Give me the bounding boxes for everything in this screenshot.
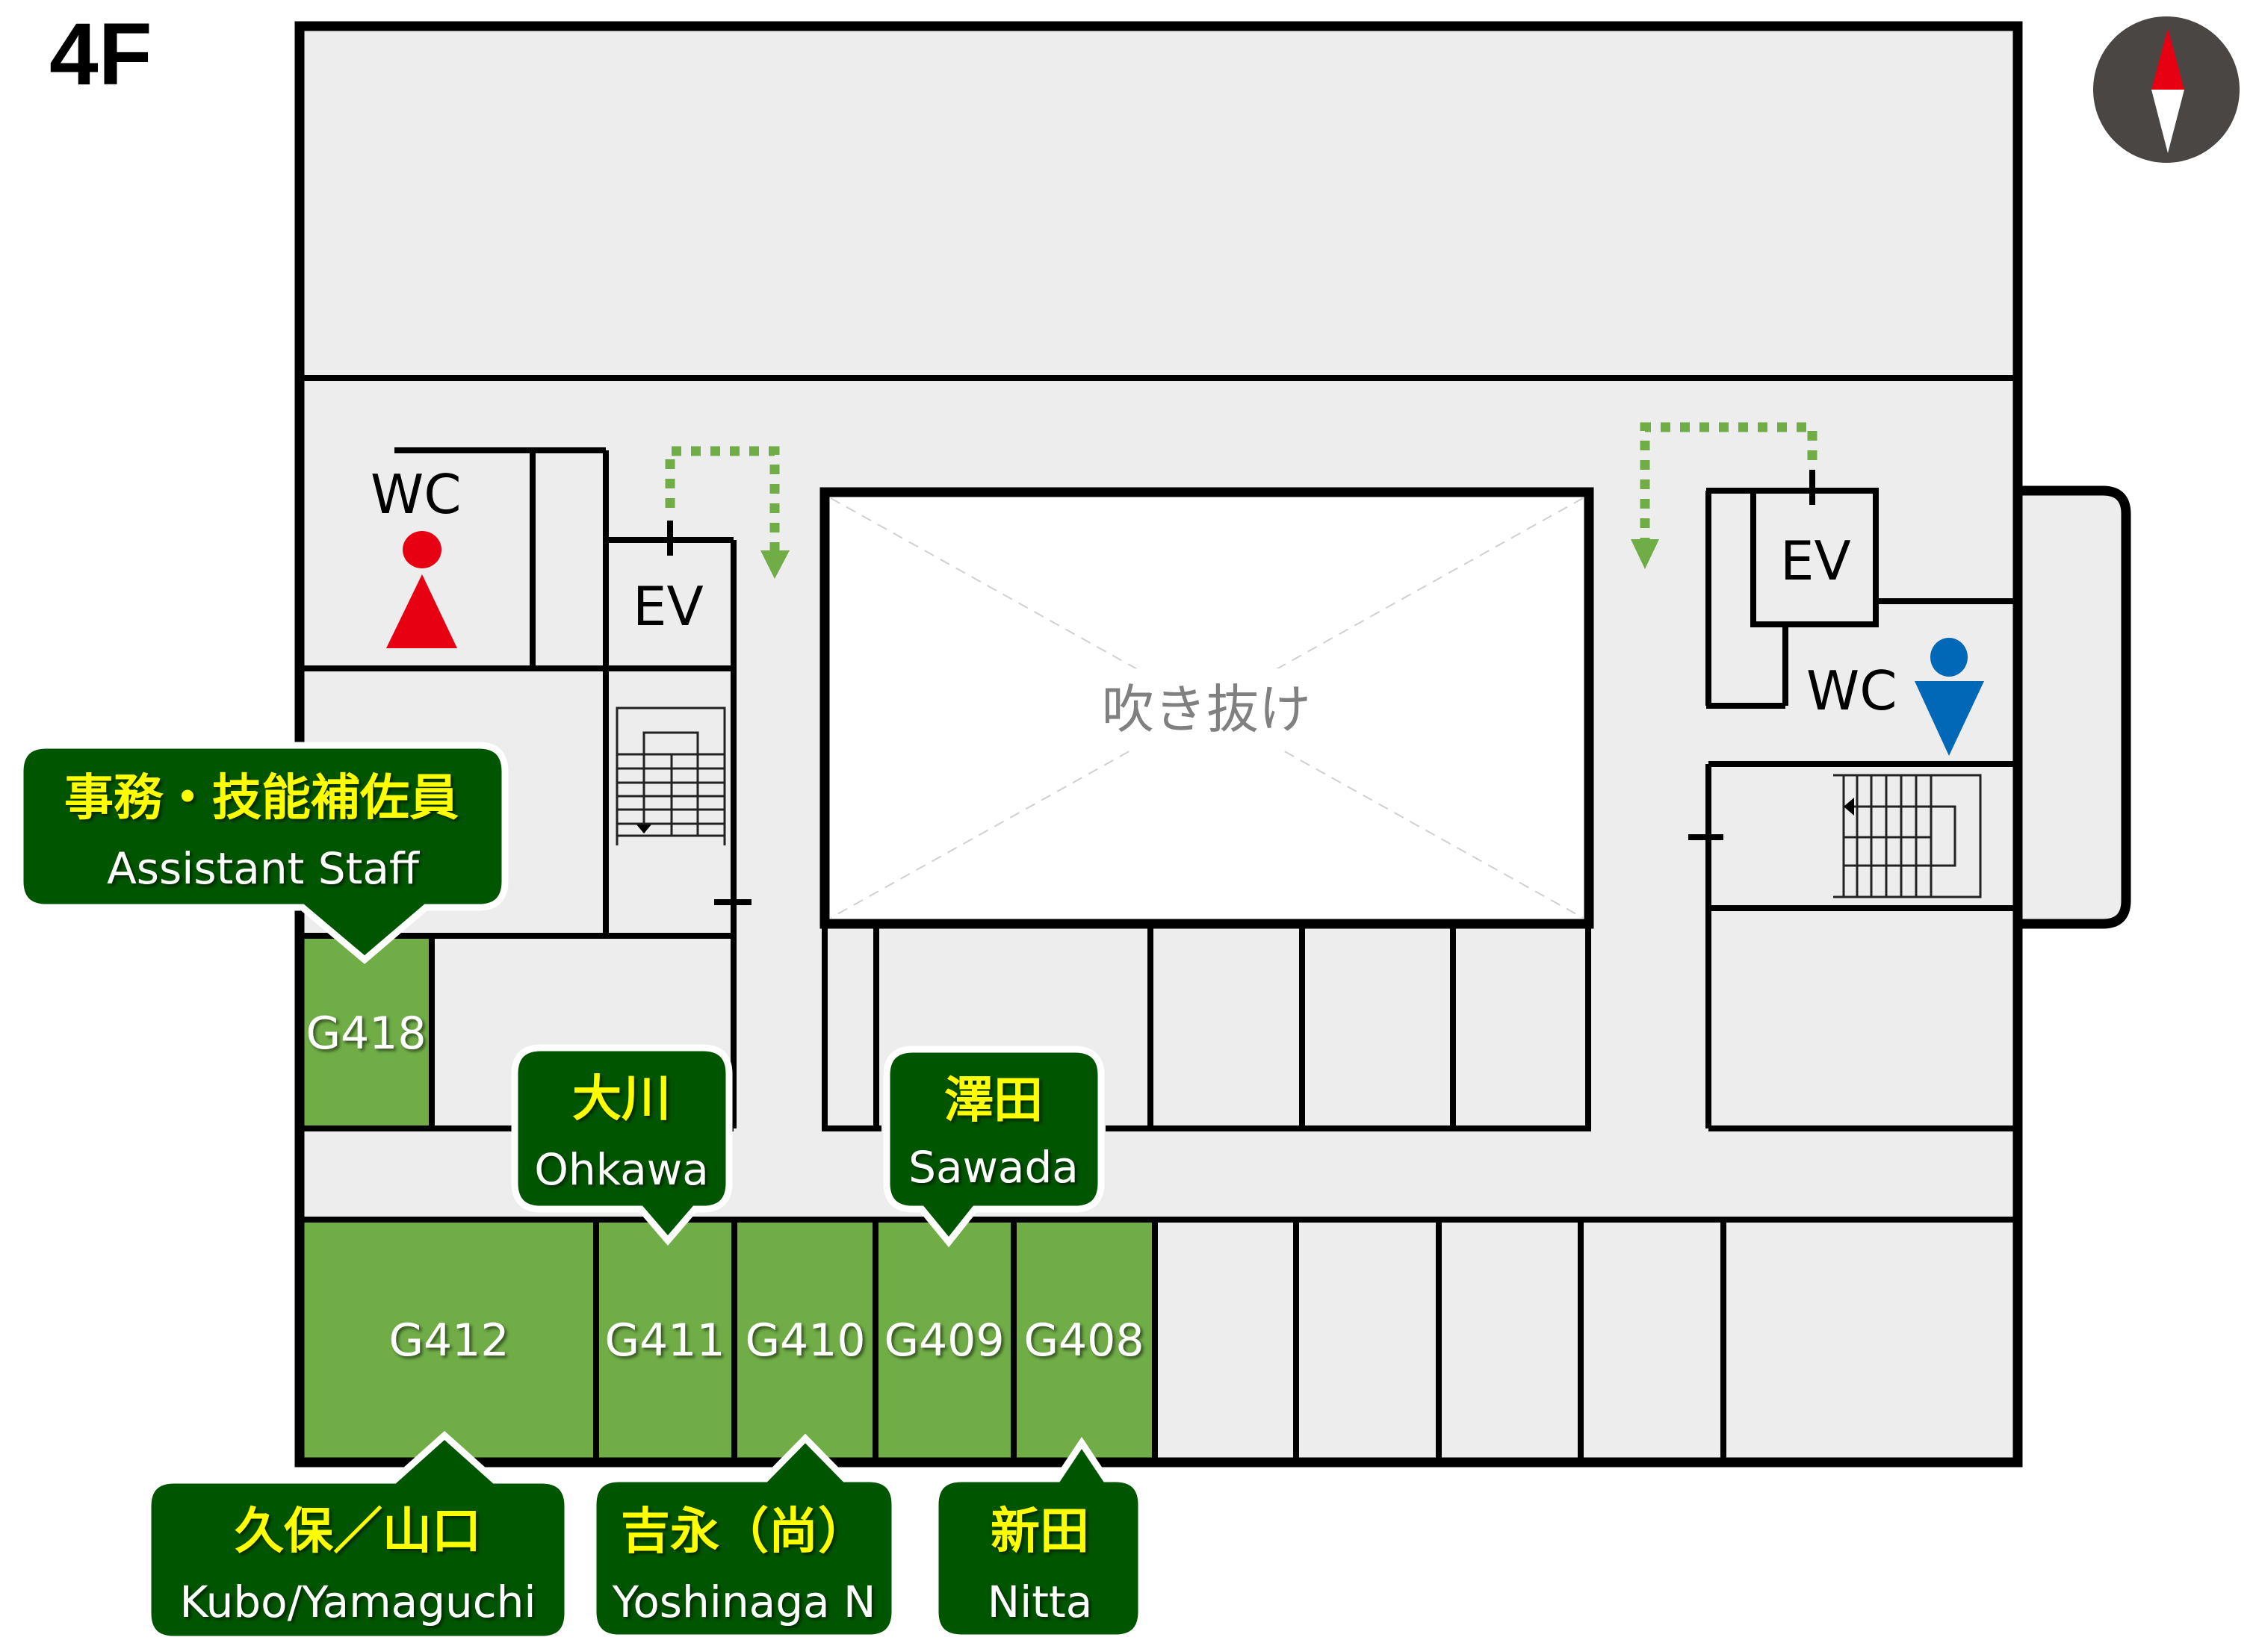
room-label-g412: G412 xyxy=(388,1314,509,1367)
room-g418[interactable] xyxy=(303,939,429,1125)
callout-name-en: Ohkawa xyxy=(534,1144,709,1195)
stairs-icon xyxy=(616,707,726,845)
room-label-g408: G408 xyxy=(1023,1314,1144,1367)
callout-name-en: Sawada xyxy=(908,1142,1079,1193)
room-g412[interactable] xyxy=(303,1223,593,1458)
atrium-label: 吹き抜け xyxy=(1102,679,1311,740)
room-g408[interactable] xyxy=(1017,1223,1152,1458)
callout-name-jp: 大川 xyxy=(572,1070,671,1128)
right-core xyxy=(1688,470,2018,1131)
callout-nitta[interactable]: 新田 Nitta xyxy=(932,1436,1145,1642)
annex-room xyxy=(2012,485,2131,929)
callout-name-jp: 澤田 xyxy=(944,1072,1043,1129)
callout-name-en: Kubo/Yamaguchi xyxy=(179,1577,536,1627)
bottom-room-walls xyxy=(593,1220,1726,1462)
callout-name-jp: 新田 xyxy=(991,1503,1089,1560)
compass-icon xyxy=(2093,16,2240,163)
callout-name-en: Assistant Staff xyxy=(107,843,421,894)
callout-sawada[interactable]: 澤田 Sawada xyxy=(883,1046,1105,1248)
callout-ohkawa[interactable]: 大川 Ohkawa xyxy=(511,1044,733,1246)
room-label-g418: G418 xyxy=(306,1007,426,1060)
dotted-route-arrow-right xyxy=(1631,422,1817,569)
callout-name-jp: 久保／山口 xyxy=(235,1503,481,1560)
atrium: 吹き抜け xyxy=(819,487,1594,929)
ev-label-right: EV xyxy=(1780,530,1851,592)
rooms-under-atrium xyxy=(822,928,1591,1131)
callout-name-en: Nitta xyxy=(988,1577,1093,1627)
callout-name-jp: 事務・技能補佐員 xyxy=(64,769,459,827)
callout-kubo-yamaguchi[interactable]: 久保／山口 Kubo/Yamaguchi xyxy=(144,1430,571,1643)
callout-yoshinaga[interactable]: 吉永（尚） Yoshinaga N xyxy=(589,1433,899,1642)
callout-name-en: Yoshinaga N xyxy=(612,1577,876,1627)
ev-label-left: EV xyxy=(633,575,704,638)
room-label-g409: G409 xyxy=(884,1314,1004,1367)
room-label-g410: G410 xyxy=(745,1314,865,1367)
stairs-icon-right xyxy=(1833,774,1982,898)
room-g411[interactable] xyxy=(599,1223,731,1458)
dotted-route-arrow-left xyxy=(665,446,790,579)
callout-assistant-staff[interactable]: 事務・技能補佐員 Assistant Staff xyxy=(16,742,509,964)
callout-name-jp: 吉永（尚） xyxy=(621,1503,867,1560)
floor-label: 4F xyxy=(49,5,152,104)
room-g409[interactable] xyxy=(878,1223,1011,1458)
wc-label-right: WC xyxy=(1806,659,1897,722)
male-toilet-icon xyxy=(1915,638,1984,756)
room-g410[interactable] xyxy=(737,1223,873,1458)
room-label-g411: G411 xyxy=(604,1314,725,1367)
wc-label-left: WC xyxy=(371,463,461,526)
female-toilet-icon xyxy=(386,531,457,648)
occupied-rooms xyxy=(303,1223,1152,1458)
